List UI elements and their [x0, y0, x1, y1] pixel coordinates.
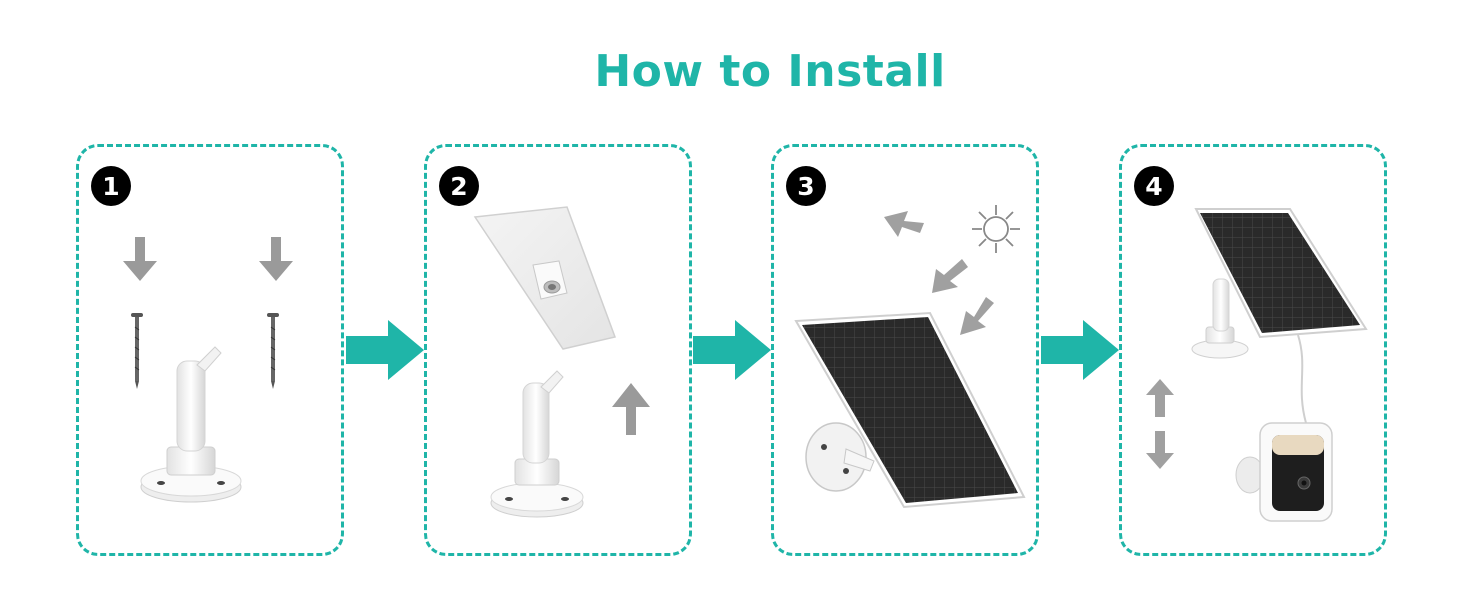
screw-icon: [131, 313, 143, 389]
step-4-illustration: [1146, 208, 1368, 522]
step-1-illustration: [123, 237, 293, 503]
step-2-panel: 2: [424, 144, 692, 556]
arrow-down-icon: [932, 259, 968, 293]
wall-mount-icon: [805, 422, 875, 492]
step-3-illustration: [794, 205, 1026, 509]
arrow-down-icon: [123, 237, 157, 281]
sun-icon: [972, 205, 1020, 253]
cable: [1297, 334, 1307, 424]
screw-icon: [267, 313, 279, 389]
step-3-panel: 3: [771, 144, 1039, 556]
arrow-right-icon: [346, 320, 424, 380]
step-2-badge: 2: [439, 166, 479, 206]
page-title: How to Install: [594, 46, 946, 97]
wall-mount-icon: [1191, 278, 1249, 359]
solar-panel-icon: [473, 206, 616, 350]
step-1-panel: 1: [76, 144, 344, 556]
wall-mount-icon: [490, 370, 584, 518]
camera-icon: [1235, 422, 1333, 522]
step-3-badge: 3: [786, 166, 826, 206]
arrow-down-icon: [259, 237, 293, 281]
step-4-panel: 4: [1119, 144, 1387, 556]
solar-panel-icon: [794, 311, 1026, 509]
arrow-up-icon: [1146, 379, 1174, 417]
arrow-up-icon: [612, 383, 650, 435]
step-2-illustration: [473, 206, 650, 518]
wall-mount-icon: [140, 346, 242, 503]
step-4-badge: 4: [1134, 166, 1174, 206]
arrow-down-icon: [1146, 431, 1174, 469]
solar-panel-icon: [1194, 208, 1368, 339]
arrow-right-icon: [1041, 320, 1119, 380]
arrow-down-icon: [960, 297, 994, 335]
arrow-up-icon: [884, 211, 924, 237]
step-1-badge: 1: [91, 166, 131, 206]
arrow-right-icon: [693, 320, 771, 380]
